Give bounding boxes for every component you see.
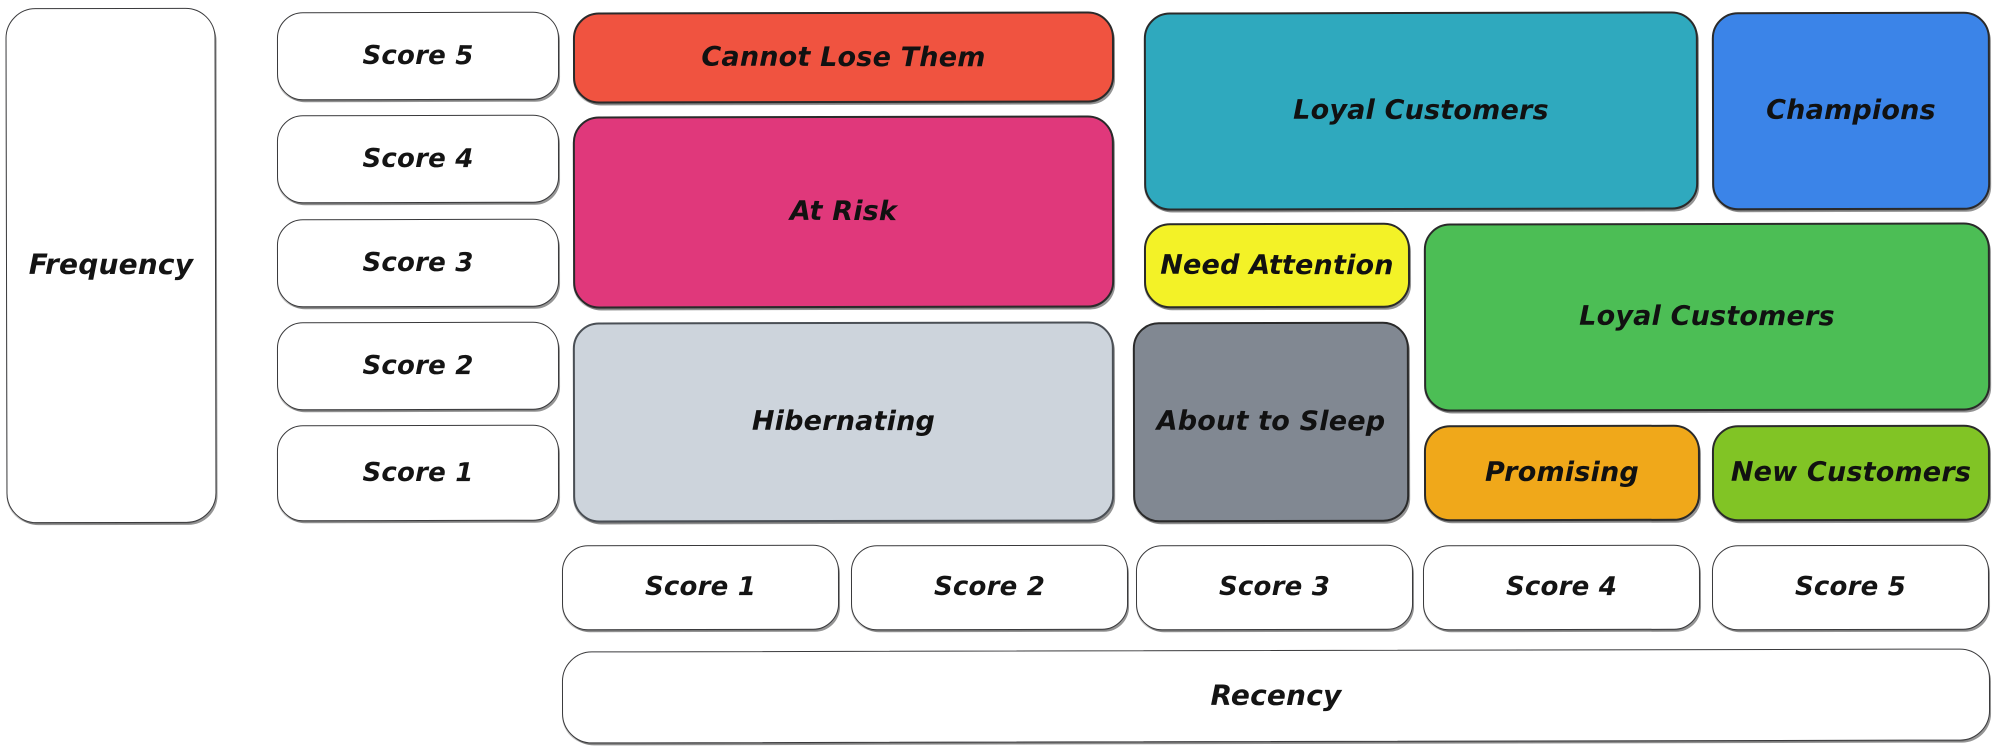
segment-about-to-sleep[interactable]: About to Sleep bbox=[1132, 321, 1410, 523]
recency-score-5[interactable]: Score 5 bbox=[1711, 544, 1990, 631]
segment-at-risk-label: At Risk bbox=[789, 196, 898, 228]
segment-new-customers-label: New Customers bbox=[1730, 456, 1972, 489]
segment-need-attention[interactable]: Need Attention bbox=[1143, 222, 1411, 309]
segment-hibernating-label: Hibernating bbox=[751, 405, 936, 438]
frequency-score-2-label: Score 2 bbox=[362, 350, 474, 381]
frequency-score-3-label: Score 3 bbox=[362, 247, 474, 278]
recency-score-3[interactable]: Score 3 bbox=[1135, 544, 1414, 631]
segment-promising-label: Promising bbox=[1485, 456, 1639, 489]
segment-cannot-lose-them[interactable]: Cannot Lose Them bbox=[572, 11, 1115, 104]
frequency-score-2[interactable]: Score 2 bbox=[276, 321, 560, 411]
segment-loyal-customers-teal-label: Loyal Customers bbox=[1293, 94, 1549, 127]
segment-at-risk[interactable]: At Risk bbox=[572, 115, 1115, 309]
segment-about-to-sleep-label: About to Sleep bbox=[1156, 405, 1386, 438]
recency-score-4[interactable]: Score 4 bbox=[1422, 544, 1701, 631]
frequency-score-3[interactable]: Score 3 bbox=[276, 218, 560, 308]
segment-cannot-lose-them-label: Cannot Lose Them bbox=[701, 41, 986, 73]
frequency-score-4-label: Score 4 bbox=[362, 143, 474, 174]
frequency-score-4[interactable]: Score 4 bbox=[276, 114, 560, 204]
frequency-score-5-label: Score 5 bbox=[362, 40, 474, 71]
recency-score-1[interactable]: Score 1 bbox=[561, 544, 840, 631]
recency-score-3-label: Score 3 bbox=[1218, 572, 1331, 603]
recency-score-2-label: Score 2 bbox=[933, 572, 1046, 603]
segment-champions-label: Champions bbox=[1766, 94, 1936, 127]
frequency-axis-label-text: Frequency bbox=[28, 247, 194, 282]
segment-champions[interactable]: Champions bbox=[1711, 11, 1991, 211]
recency-score-2[interactable]: Score 2 bbox=[850, 544, 1129, 631]
recency-score-1-label: Score 1 bbox=[644, 572, 757, 603]
recency-score-5-label: Score 5 bbox=[1794, 572, 1907, 603]
recency-axis-label-text: Recency bbox=[1210, 678, 1342, 712]
segment-hibernating[interactable]: Hibernating bbox=[572, 321, 1115, 523]
segment-need-attention-label: Need Attention bbox=[1160, 249, 1394, 281]
segment-new-customers[interactable]: New Customers bbox=[1711, 424, 1991, 522]
segment-promising[interactable]: Promising bbox=[1423, 424, 1701, 522]
recency-axis-label: Recency bbox=[561, 648, 1991, 744]
frequency-score-1[interactable]: Score 1 bbox=[276, 424, 560, 522]
frequency-axis-label: Frequency bbox=[5, 7, 217, 524]
recency-score-4-label: Score 4 bbox=[1505, 572, 1618, 603]
frequency-score-5[interactable]: Score 5 bbox=[276, 11, 560, 101]
segment-loyal-customers-green[interactable]: Loyal Customers bbox=[1423, 222, 1991, 412]
frequency-score-1-label: Score 1 bbox=[362, 457, 474, 488]
segment-loyal-customers-teal[interactable]: Loyal Customers bbox=[1143, 11, 1699, 211]
segment-loyal-customers-green-label: Loyal Customers bbox=[1579, 300, 1835, 333]
